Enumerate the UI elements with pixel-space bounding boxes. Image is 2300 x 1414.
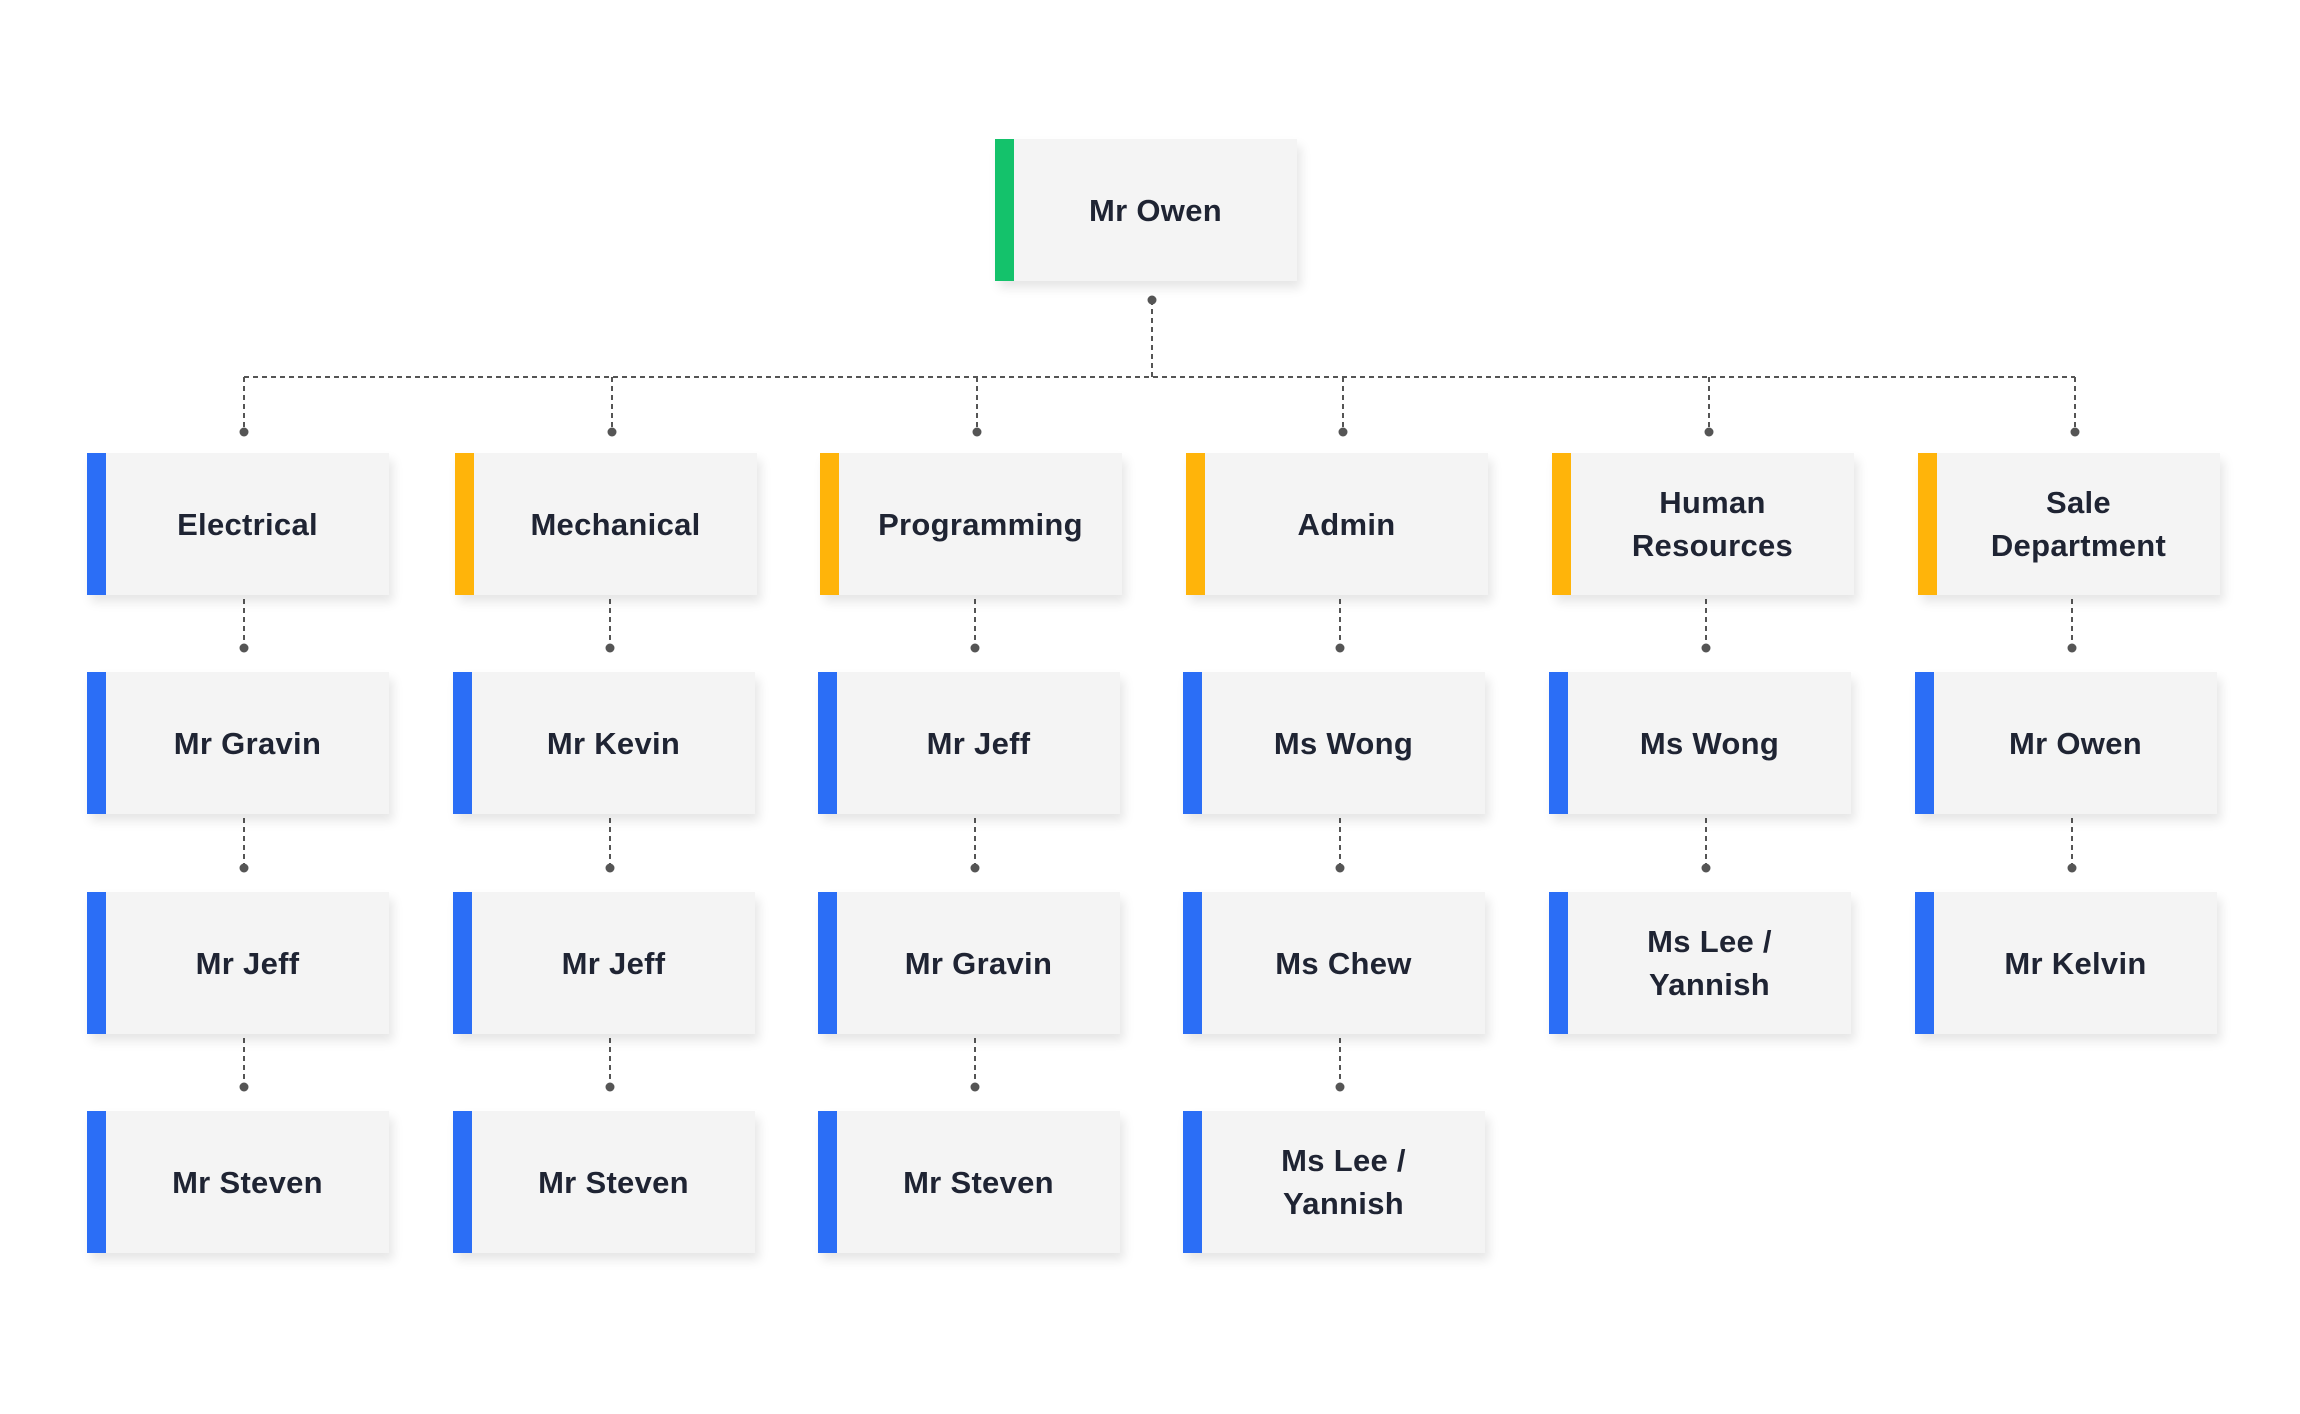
department-node-electrical: Electrical xyxy=(87,453,389,595)
staff-node-label: Ms Chew xyxy=(1275,945,1412,981)
staff-node: Mr Jeff xyxy=(453,892,755,1034)
staff-node: Mr Jeff xyxy=(87,892,389,1034)
staff-node: Mr Gravin xyxy=(87,672,389,814)
staff-node: Mr Jeff xyxy=(818,672,1120,814)
accent-bar xyxy=(87,892,106,1034)
accent-bar xyxy=(87,672,106,814)
department-connector-dot xyxy=(2070,427,2080,437)
staff-node-label: Ms Wong xyxy=(1273,725,1414,761)
department-node-admin: Admin xyxy=(1186,453,1488,595)
accent-bar xyxy=(453,1111,472,1253)
staff-node: Ms Chew xyxy=(1183,892,1485,1034)
staff-node: Ms Lee / Yannish xyxy=(1183,1111,1485,1253)
accent-bar xyxy=(1183,1111,1202,1253)
staff-node-label: Mr Gravin xyxy=(173,725,322,761)
accent-bar xyxy=(1186,453,1205,595)
accent-bar xyxy=(1918,453,1937,595)
department-node-admin-label: Admin xyxy=(1297,506,1396,542)
department-connector-dot xyxy=(1338,427,1348,437)
department-node-sale-department-label: Sale Department xyxy=(1990,485,2167,563)
staff-node-label: Mr Kevin xyxy=(546,725,681,761)
staff-node-label: Mr Kelvin xyxy=(2004,945,2147,981)
accent-bar xyxy=(818,1111,837,1253)
accent-bar xyxy=(818,892,837,1034)
staff-node: Ms Wong xyxy=(1183,672,1485,814)
department-node-programming: Programming xyxy=(820,453,1122,595)
accent-bar xyxy=(995,139,1014,281)
staff-node: Ms Lee / Yannish xyxy=(1549,892,1851,1034)
staff-connector-dot xyxy=(2067,863,2077,873)
staff-node: Ms Wong xyxy=(1549,672,1851,814)
staff-node: Mr Owen xyxy=(1915,672,2217,814)
staff-connector-dot xyxy=(970,863,980,873)
staff-node-label: Mr Owen xyxy=(2008,725,2142,761)
root-node-label: Mr Owen xyxy=(1088,192,1222,228)
accent-bar xyxy=(453,672,472,814)
staff-node-label: Ms Lee / Yannish xyxy=(1647,924,1772,1002)
staff-connector-dot xyxy=(239,643,249,653)
staff-connector-dot xyxy=(605,643,615,653)
accent-bar xyxy=(818,672,837,814)
accent-bar xyxy=(1549,892,1568,1034)
accent-bar xyxy=(1183,672,1202,814)
staff-connector-dot xyxy=(970,1082,980,1092)
department-node-human-resources-label: Human Resources xyxy=(1631,485,1794,563)
department-node-human-resources: Human Resources xyxy=(1552,453,1854,595)
staff-node: Mr Steven xyxy=(818,1111,1120,1253)
staff-connector-dot xyxy=(1701,643,1711,653)
staff-node-label: Ms Wong xyxy=(1639,725,1780,761)
staff-connector-dot xyxy=(239,863,249,873)
accent-bar xyxy=(455,453,474,595)
department-node-sale-department: Sale Department xyxy=(1918,453,2220,595)
staff-connector-dot xyxy=(2067,643,2077,653)
accent-bar xyxy=(1183,892,1202,1034)
staff-node-label: Mr Steven xyxy=(903,1164,1054,1200)
department-connector-dot xyxy=(972,427,982,437)
staff-connector-dot xyxy=(605,1082,615,1092)
staff-node-label: Mr Steven xyxy=(172,1164,323,1200)
accent-bar xyxy=(1549,672,1568,814)
department-node-programming-label: Programming xyxy=(878,506,1083,542)
staff-node-label: Mr Steven xyxy=(538,1164,689,1200)
staff-connector-dot xyxy=(239,1082,249,1092)
staff-node-label: Mr Gravin xyxy=(904,945,1053,981)
staff-node: Mr Kevin xyxy=(453,672,755,814)
department-node-mechanical-label: Mechanical xyxy=(530,506,701,542)
staff-node-label: Mr Jeff xyxy=(926,725,1031,761)
accent-bar xyxy=(820,453,839,595)
accent-bar xyxy=(87,453,106,595)
staff-node-label: Mr Jeff xyxy=(195,945,300,981)
staff-connector-dot xyxy=(1335,1082,1345,1092)
department-connector-dot xyxy=(239,427,249,437)
accent-bar xyxy=(1915,892,1934,1034)
accent-bar xyxy=(1915,672,1934,814)
department-node-mechanical: Mechanical xyxy=(455,453,757,595)
department-connector-dot xyxy=(1704,427,1714,437)
staff-connector-dot xyxy=(1335,643,1345,653)
department-node-electrical-label: Electrical xyxy=(177,506,318,542)
staff-connector-dot xyxy=(1701,863,1711,873)
staff-connector-dot xyxy=(1335,863,1345,873)
accent-bar xyxy=(453,892,472,1034)
staff-node: Mr Steven xyxy=(87,1111,389,1253)
staff-connector-dot xyxy=(970,643,980,653)
accent-bar xyxy=(87,1111,106,1253)
staff-node: Mr Gravin xyxy=(818,892,1120,1034)
staff-node: Mr Steven xyxy=(453,1111,755,1253)
department-connector-dot xyxy=(607,427,617,437)
staff-connector-dot xyxy=(605,863,615,873)
staff-node: Mr Kelvin xyxy=(1915,892,2217,1034)
accent-bar xyxy=(1552,453,1571,595)
root-node: Mr Owen xyxy=(995,139,1297,281)
staff-node-label: Mr Jeff xyxy=(561,945,666,981)
staff-node-label: Ms Lee / Yannish xyxy=(1281,1143,1406,1221)
